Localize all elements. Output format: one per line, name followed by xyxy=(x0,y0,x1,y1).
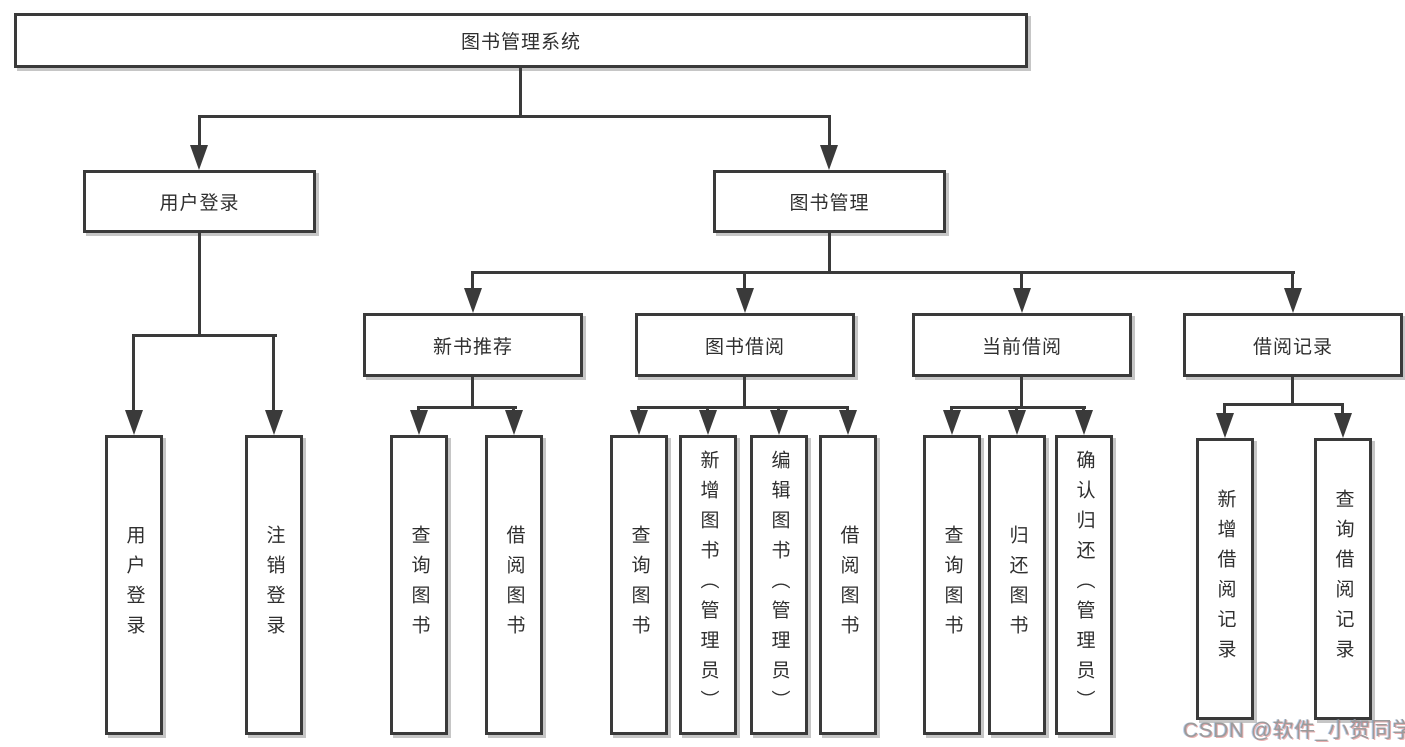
leaf-nb-borrow-books: 借阅图书 xyxy=(485,435,543,735)
arrowhead-rec-query xyxy=(1334,413,1352,438)
leaf-bb-add-books-admin-label: 新增图书（管理员） xyxy=(697,450,719,720)
node-user-login: 用户登录 xyxy=(83,170,316,233)
connector-to-borrow-records xyxy=(1291,273,1294,290)
node-borrow-records: 借阅记录 xyxy=(1183,313,1403,377)
connector-records-branch xyxy=(1223,403,1344,406)
connector-userlogin-stem xyxy=(198,233,201,336)
node-root-library-system: 图书管理系统 xyxy=(14,13,1028,68)
arrowhead-bb-query xyxy=(630,410,648,435)
connector-bookborrow-branch xyxy=(637,406,849,409)
arrowhead-borrow-records xyxy=(1284,288,1302,313)
arrowhead-bb-edit xyxy=(770,410,788,435)
leaf-rec-query-record: 查询借阅记录 xyxy=(1314,438,1372,720)
arrowhead-new-books xyxy=(464,288,482,313)
node-current-borrow: 当前借阅 xyxy=(912,313,1132,377)
arrowhead-nb-borrow xyxy=(505,410,523,435)
leaf-logout: 注销登录 xyxy=(245,435,303,735)
arrowhead-rec-add xyxy=(1216,413,1234,438)
leaf-cb-confirm-return-admin-label: 确认归还（管理员） xyxy=(1073,450,1095,720)
leaf-user-login-label: 用户登录 xyxy=(123,525,145,645)
connector-bookmgmt-stem xyxy=(828,233,831,273)
leaf-bb-add-books-admin: 新增图书（管理员） xyxy=(679,435,737,735)
leaf-bb-borrow-books-label: 借阅图书 xyxy=(837,525,859,645)
leaf-bb-query-books-label: 查询图书 xyxy=(628,525,650,645)
leaf-logout-label: 注销登录 xyxy=(263,525,285,645)
leaf-user-login: 用户登录 xyxy=(105,435,163,735)
leaf-cb-confirm-return-admin: 确认归还（管理员） xyxy=(1055,435,1113,735)
connector-rec-1 xyxy=(1223,405,1226,414)
leaf-bb-edit-books-admin: 编辑图书（管理员） xyxy=(750,435,808,735)
connector-to-book-mgmt xyxy=(828,117,831,149)
connector-userlogin-branch xyxy=(132,334,277,337)
arrowhead-book-borrow xyxy=(736,288,754,313)
arrowhead-book-mgmt xyxy=(820,145,838,170)
connector-currentborrow-stem xyxy=(1020,377,1023,408)
leaf-cb-query-books: 查询图书 xyxy=(923,435,981,735)
connector-to-new-books xyxy=(471,273,474,290)
leaf-cb-query-books-label: 查询图书 xyxy=(941,525,963,645)
arrowhead-bb-borrow xyxy=(839,410,857,435)
leaf-rec-query-record-label: 查询借阅记录 xyxy=(1332,489,1354,669)
connector-currentborrow-branch xyxy=(950,406,1086,409)
arrowhead-current-borrow xyxy=(1013,288,1031,313)
node-book-management: 图书管理 xyxy=(713,170,946,233)
leaf-nb-query-books-label: 查询图书 xyxy=(408,525,430,645)
arrowhead-cb-confirm xyxy=(1075,410,1093,435)
leaf-nb-borrow-books-label: 借阅图书 xyxy=(503,525,525,645)
arrowhead-nb-query xyxy=(410,410,428,435)
leaf-bb-borrow-books: 借阅图书 xyxy=(819,435,877,735)
leaf-rec-add-record-label: 新增借阅记录 xyxy=(1214,489,1236,669)
connector-root-branch xyxy=(198,115,831,118)
leaf-cb-return-books: 归还图书 xyxy=(988,435,1046,735)
leaf-bb-edit-books-admin-label: 编辑图书（管理员） xyxy=(768,450,790,720)
connector-bookborrow-stem xyxy=(743,377,746,408)
arrowhead-cb-return xyxy=(1008,410,1026,435)
connector-to-book-borrow xyxy=(743,273,746,290)
leaf-bb-query-books: 查询图书 xyxy=(610,435,668,735)
arrowhead-leaf-logout xyxy=(265,410,283,435)
arrowhead-user-login xyxy=(190,145,208,170)
connector-rec-2 xyxy=(1341,405,1344,414)
connector-to-leaf-logout xyxy=(272,336,275,412)
node-book-borrow: 图书借阅 xyxy=(635,313,855,377)
connector-records-stem xyxy=(1291,377,1294,405)
leaf-rec-add-record: 新增借阅记录 xyxy=(1196,438,1254,720)
connector-newbooks-branch xyxy=(417,406,517,409)
connector-to-leaf-login xyxy=(132,336,135,412)
leaf-nb-query-books: 查询图书 xyxy=(390,435,448,735)
arrowhead-cb-query xyxy=(943,410,961,435)
arrowhead-bb-add xyxy=(699,410,717,435)
connector-bookmgmt-branch xyxy=(471,271,1295,274)
connector-newbooks-stem xyxy=(471,377,474,408)
connector-to-current-borrow xyxy=(1020,273,1023,290)
arrowhead-leaf-login xyxy=(125,410,143,435)
connector-root-stem xyxy=(519,68,522,117)
leaf-cb-return-books-label: 归还图书 xyxy=(1006,525,1028,645)
node-new-book-recommend: 新书推荐 xyxy=(363,313,583,377)
connector-to-user-login xyxy=(198,117,201,149)
csdn-watermark: CSDN @软件_小贺同学 xyxy=(1183,719,1405,742)
